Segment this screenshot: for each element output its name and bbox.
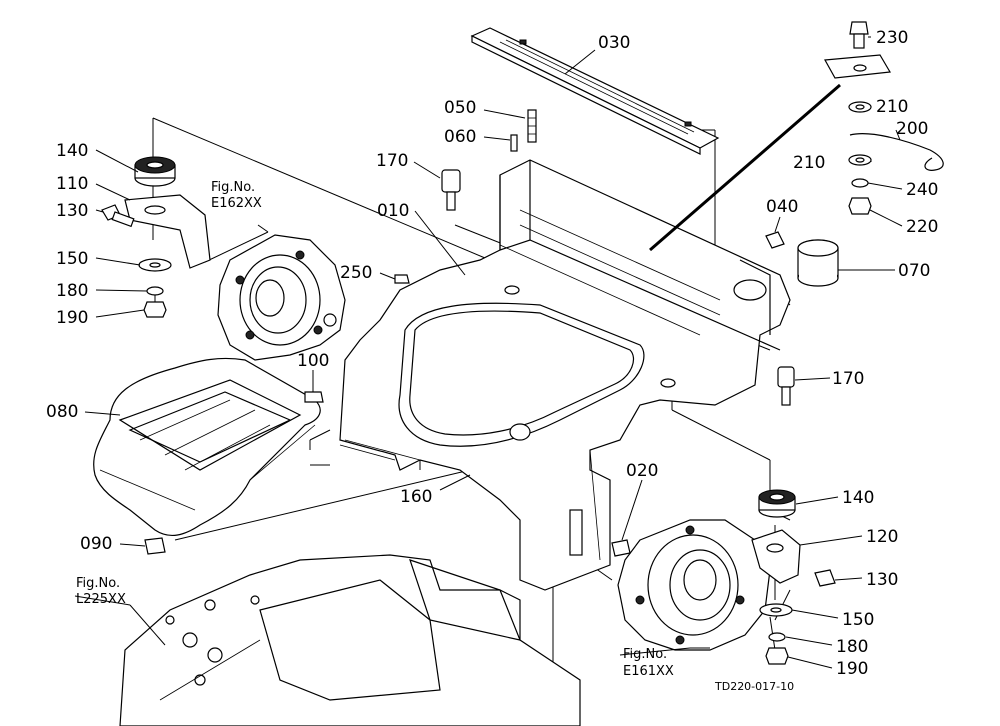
label-160: 160 [400, 487, 432, 507]
label-170-top: 170 [376, 151, 408, 171]
label-070: 070 [898, 261, 930, 281]
callout-lines [74, 36, 903, 669]
fig-e161-code: E161XX [623, 664, 674, 679]
label-250: 250 [340, 263, 372, 283]
label-210-top: 210 [876, 97, 908, 117]
label-210-bottom: 210 [793, 153, 825, 173]
label-170-right: 170 [832, 369, 864, 389]
figure-references: Fig.No. E162XX Fig.No. L225XX Fig.No. E1… [76, 180, 794, 693]
fig-e161-title: Fig.No. [623, 647, 667, 662]
label-100: 100 [297, 351, 329, 371]
fig-l225-code: L225XX [76, 592, 126, 607]
label-060: 060 [444, 127, 476, 147]
fig-l225-title: Fig.No. [76, 576, 120, 591]
label-140-right: 140 [842, 488, 874, 508]
label-150-right: 150 [842, 610, 874, 630]
label-190-left: 190 [56, 308, 88, 328]
fig-e162-code: E162XX [211, 196, 262, 211]
label-130-left: 130 [56, 201, 88, 221]
label-120: 120 [866, 527, 898, 547]
label-190-right: 190 [836, 659, 868, 679]
left-housing-drawing [217, 234, 346, 361]
label-040: 040 [766, 197, 798, 217]
label-110: 110 [56, 174, 88, 194]
label-200: 200 [896, 119, 928, 139]
left-small-parts [101, 156, 211, 318]
misc-parts [144, 109, 839, 557]
label-130-right: 130 [866, 570, 898, 590]
drawing-code: TD220-017-10 [714, 680, 794, 693]
label-180-left: 180 [56, 281, 88, 301]
right-small-parts [751, 489, 836, 665]
label-240: 240 [906, 180, 938, 200]
label-220: 220 [906, 217, 938, 237]
part-labels: 030 050 060 170 010 250 100 080 160 090 … [46, 28, 938, 679]
right-housing-drawing [617, 519, 771, 651]
label-230: 230 [876, 28, 908, 48]
part-010-main-frame [339, 159, 791, 591]
fig-e162-title: Fig.No. [211, 180, 255, 195]
bottom-frame-drawing [119, 554, 581, 726]
top-right-small-parts [649, 21, 944, 252]
label-050: 050 [444, 98, 476, 118]
label-080: 080 [46, 402, 78, 422]
part-080-floor-plate [93, 357, 321, 537]
label-010: 010 [377, 201, 409, 221]
label-090: 090 [80, 534, 112, 554]
label-150-left: 150 [56, 249, 88, 269]
label-140-left: 140 [56, 141, 88, 161]
part-030-top-rail [470, 27, 720, 155]
label-180-right: 180 [836, 637, 868, 657]
label-030: 030 [598, 33, 630, 53]
label-020: 020 [626, 461, 658, 481]
